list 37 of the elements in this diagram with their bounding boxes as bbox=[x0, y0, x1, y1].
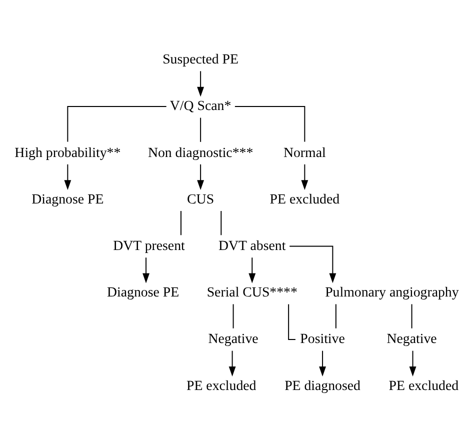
node-text: PE excluded bbox=[270, 192, 340, 208]
node-text: CUS bbox=[187, 192, 214, 208]
node-text: PE diagnosed bbox=[284, 378, 360, 394]
connector bbox=[234, 106, 306, 142]
node-text: DVT present bbox=[113, 238, 185, 254]
node-text: Diagnose PE bbox=[32, 192, 104, 208]
node-text: Positive bbox=[300, 332, 345, 348]
arrow bbox=[289, 246, 336, 284]
connector bbox=[411, 304, 412, 329]
connector bbox=[200, 117, 202, 142]
node-text: Normal bbox=[283, 146, 326, 161]
node-text: Negative bbox=[208, 332, 258, 348]
arrow bbox=[248, 257, 256, 284]
arrow bbox=[197, 70, 204, 97]
arrow bbox=[319, 350, 326, 376]
node-text: Negative bbox=[386, 332, 437, 348]
node-text: Pulmonary angiography bbox=[325, 286, 459, 301]
node-text: PE excluded bbox=[388, 378, 459, 394]
node-text: High probability** bbox=[14, 146, 121, 161]
node-text: Diagnose PE bbox=[107, 286, 180, 301]
arrow bbox=[142, 257, 150, 284]
arrow bbox=[228, 350, 236, 376]
arrow bbox=[197, 164, 204, 190]
connector bbox=[335, 304, 336, 329]
node-text: PE excluded bbox=[186, 378, 256, 394]
node-text: Serial CUS**** bbox=[206, 286, 298, 301]
arrow bbox=[301, 164, 308, 190]
node-text: Non diagnostic*** bbox=[148, 146, 254, 161]
node-text: DVT absent bbox=[218, 238, 286, 254]
arrow bbox=[64, 164, 72, 190]
connector bbox=[220, 210, 222, 236]
connector bbox=[232, 304, 234, 329]
node-text: Suspected PE bbox=[162, 52, 239, 68]
connector bbox=[180, 210, 182, 236]
node-text: V/Q Scan* bbox=[170, 99, 232, 114]
arrow bbox=[409, 350, 416, 376]
connector bbox=[67, 106, 167, 142]
